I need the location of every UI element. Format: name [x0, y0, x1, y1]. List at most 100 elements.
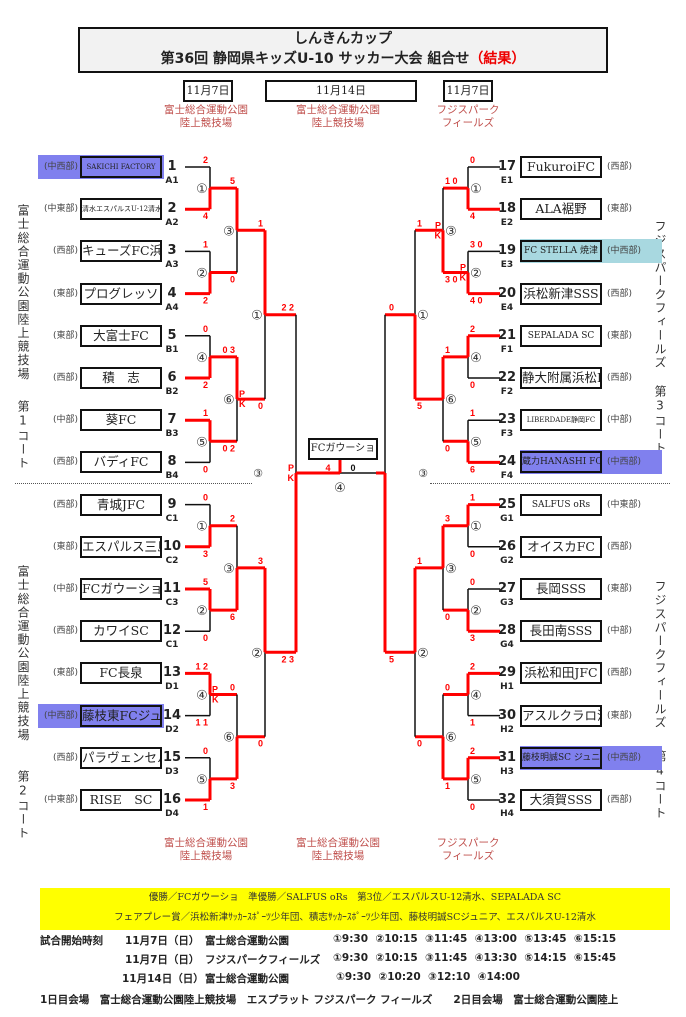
- team-division: (東部): [607, 710, 633, 721]
- score-bottom: 1: [445, 781, 450, 791]
- team-code: A1: [165, 176, 179, 186]
- team-name-box: 積 志: [80, 367, 162, 389]
- team-number: 14: [162, 707, 182, 723]
- court-label-1: 第1コート: [16, 400, 30, 470]
- match-number-label: ②: [196, 266, 208, 281]
- schedule-venue-1: 富士総合運動公園: [205, 935, 289, 947]
- pk-label: K: [460, 273, 467, 283]
- team-name-box: SALFUS oRs: [520, 493, 602, 516]
- team-name-box: アスルクラロ沼津: [520, 704, 602, 727]
- team-number: 23: [497, 412, 517, 428]
- team-division: (東部): [52, 541, 78, 552]
- score-top: 1: [203, 408, 208, 418]
- team-name-box: 長田南SSS: [520, 620, 602, 643]
- schedule-date-1: 11月7日（日）: [125, 935, 200, 947]
- match-number-label: ④: [470, 350, 482, 365]
- match-number-label: ②: [196, 603, 208, 618]
- score-top: 1: [417, 556, 422, 566]
- team-code: A2: [165, 218, 179, 229]
- score-top: 2: [470, 324, 475, 334]
- pk-label: P: [460, 263, 466, 273]
- score-bottom: 5: [417, 401, 422, 411]
- schedule-date-2: 11月7日（日）: [125, 954, 200, 966]
- score-top: 2: [470, 661, 475, 671]
- team-number: 28: [497, 623, 517, 639]
- match-number-label: ①: [417, 308, 429, 323]
- venue-sub: 陸上競技場: [311, 117, 365, 129]
- team-division: (東部): [52, 330, 78, 341]
- team-number: 31: [497, 749, 517, 765]
- pk-label: K: [239, 399, 246, 409]
- team-division: (中東部): [43, 204, 78, 215]
- team-division: (中部): [607, 415, 633, 426]
- team-name-box: ALA裾野: [520, 198, 602, 221]
- score-bottom: 0: [203, 633, 208, 643]
- team-number: 27: [497, 581, 517, 596]
- match-number-label: ⑤: [196, 772, 208, 787]
- score-bottom: 0: [470, 802, 475, 812]
- team-code: F4: [500, 471, 514, 482]
- score-top: 0: [470, 155, 475, 165]
- venue-bottom-center: 富士総合運動公園陸上競技場: [278, 837, 398, 863]
- date-box-day1-fujipark: 11月7日: [443, 80, 493, 102]
- pk-label: P: [288, 463, 294, 473]
- team-number: 15: [162, 749, 182, 765]
- divider-left: [15, 483, 252, 484]
- team-name-box: 浜松新津SSS: [520, 282, 602, 305]
- team-division: (西部): [607, 668, 633, 679]
- venue-top-left: 富士総合運動公園陸上競技場: [146, 104, 266, 130]
- team-code: G3: [500, 598, 514, 608]
- date-box-day1-fuji: 11月7日: [183, 80, 233, 102]
- score-top: 0: [203, 324, 208, 334]
- semi-score-top: 2 2: [281, 303, 294, 313]
- schedule-times-1: ①9:30 ②10:15 ③11:45 ④13:00 ⑤13:45 ⑥15:15: [333, 933, 617, 945]
- title-line-1: しんきんカップ: [294, 31, 392, 47]
- court-label-3: 第3コート: [653, 385, 667, 455]
- pk-label: P: [239, 389, 245, 399]
- venue-footer: 1日目会場 富士総合運動公園陸上競技場 エスプラット フジスパーク フィールズ …: [40, 994, 619, 1006]
- score-bottom: 1: [203, 802, 208, 812]
- venue-top-right: フジスパークフィールズ: [408, 104, 528, 130]
- team-number: 19: [497, 243, 517, 259]
- team-code: D2: [165, 724, 179, 735]
- score-top: 1 2: [195, 661, 208, 671]
- team-name-box: 藤枝明誠SC ジュニア: [520, 746, 602, 769]
- score-top: 0: [470, 577, 475, 587]
- team-code: F3: [500, 429, 514, 440]
- score-top: 1: [445, 345, 450, 355]
- score-bottom: 2: [203, 296, 208, 306]
- team-number: 1: [167, 159, 177, 174]
- schedule-title: 試合開始時刻: [40, 935, 103, 947]
- team-division: (中部): [52, 584, 78, 594]
- team-code: F1: [500, 344, 514, 355]
- divider-right: [430, 483, 670, 484]
- team-code: F2: [500, 387, 514, 397]
- score-top: 0: [203, 746, 208, 756]
- team-name-box: 長岡SSS: [520, 578, 602, 600]
- team-division: (西部): [52, 752, 78, 763]
- team-division: (中西部): [607, 457, 642, 468]
- score-bottom: 0: [445, 443, 450, 453]
- team-division: (西部): [607, 541, 633, 552]
- score-top: 0: [203, 493, 208, 503]
- venue-bottom-right: フジスパークフィールズ: [408, 837, 528, 863]
- match-number-label: ④: [470, 688, 482, 703]
- schedule-times-3: ①9:30 ②10:20 ③12:10 ④14:00: [336, 971, 520, 983]
- team-number: 29: [497, 665, 517, 681]
- side-label-right-bottom: フジスパークフィールズ: [653, 580, 667, 730]
- match-number-label: ③: [223, 223, 235, 238]
- team-name-box: SEPALADA SC: [520, 324, 602, 347]
- schedule-venue-3: 富士総合運動公園: [205, 973, 289, 985]
- team-name-box: 清水エスパルスU-12清水: [80, 198, 162, 221]
- pk-label: K: [288, 473, 295, 483]
- semi-score-bottom: 5: [389, 654, 394, 664]
- team-division: (中東部): [43, 795, 78, 805]
- team-code: G1: [500, 513, 514, 524]
- venue-sub: 陸上競技場: [179, 117, 233, 129]
- score-bottom: 4: [470, 211, 475, 221]
- team-code: D4: [165, 809, 179, 819]
- team-division: (中西部): [43, 710, 78, 721]
- score-top: 3 0: [470, 239, 483, 249]
- score-bottom: 0 2: [222, 443, 235, 453]
- team-division: (西部): [607, 373, 633, 383]
